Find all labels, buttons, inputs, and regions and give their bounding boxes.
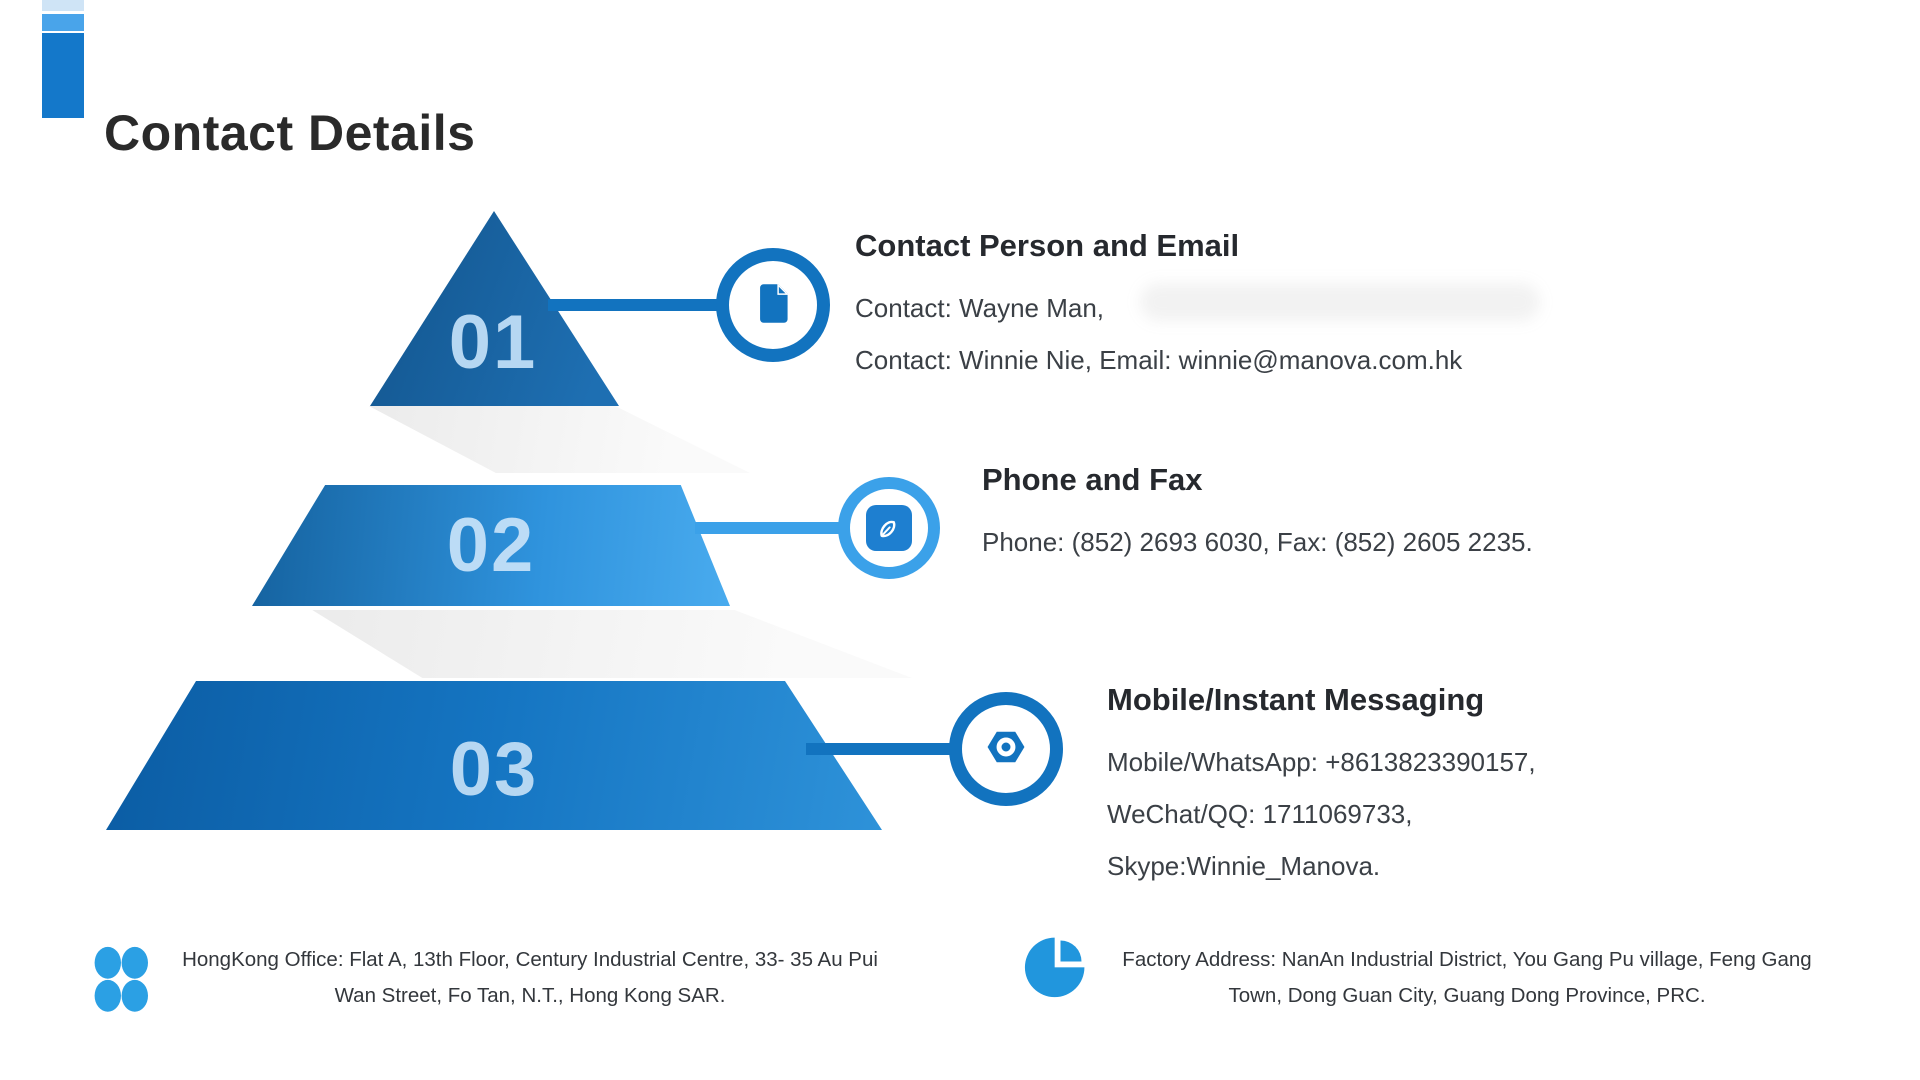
skype-line: Skype:Winnie_Manova. bbox=[1107, 851, 1381, 881]
phone-icon-badge bbox=[838, 477, 940, 579]
accent-bar-segment-light bbox=[42, 0, 84, 11]
factory-address: Factory Address: NanAn Industrial Distri… bbox=[1117, 942, 1817, 1014]
section-contact-person-email: Contact Person and Email Contact: Wayne … bbox=[855, 228, 1462, 386]
nut-icon bbox=[979, 720, 1033, 779]
wechat-qq-line: WeChat/QQ: 1711069733, bbox=[1107, 799, 1413, 829]
office-address-line-1: HongKong Office: Flat A, 13th Floor, Cen… bbox=[182, 948, 878, 971]
accent-bar-segment-primary bbox=[42, 33, 84, 118]
document-icon bbox=[748, 278, 798, 333]
office-address-line-2: Wan Street, Fo Tan, N.T., Hong Kong SAR. bbox=[334, 984, 726, 1007]
contact-line-wayne: Contact: Wayne Man, bbox=[855, 293, 1105, 323]
pyramid-tier-2 bbox=[252, 485, 730, 606]
factory-address-line-2: Town, Dong Guan City, Guang Dong Provinc… bbox=[1228, 984, 1706, 1007]
connector-line-3 bbox=[806, 743, 958, 755]
tier-2-number: 02 bbox=[446, 503, 536, 588]
clover-icon bbox=[82, 940, 160, 1023]
factory-address-line-1: Factory Address: NanAn Industrial Distri… bbox=[1122, 948, 1812, 971]
pyramid-shadow-1 bbox=[368, 406, 750, 473]
accent-bar-segment-sky bbox=[42, 14, 84, 31]
section-phone-fax: Phone and Fax Phone: (852) 2693 6030, Fa… bbox=[982, 462, 1533, 568]
tier-1-number: 01 bbox=[448, 300, 538, 385]
phone-fax-line: Phone: (852) 2693 6030, Fax: (852) 2605 … bbox=[982, 527, 1533, 557]
section-heading: Mobile/Instant Messaging bbox=[1107, 682, 1485, 717]
messaging-icon-badge bbox=[949, 692, 1063, 806]
pie-chart-icon bbox=[1022, 930, 1092, 1005]
page-title: Contact Details bbox=[104, 104, 476, 161]
connector-line-1 bbox=[548, 299, 724, 311]
contact-line-winnie: Contact: Winnie Nie, Email: winnie@manov… bbox=[855, 345, 1463, 375]
pen-icon bbox=[866, 505, 912, 551]
redacted-email-blur bbox=[1140, 283, 1540, 321]
tier-3-number: 03 bbox=[449, 727, 539, 812]
contact-icon-badge bbox=[716, 248, 830, 362]
section-heading: Contact Person and Email bbox=[855, 228, 1240, 263]
section-mobile-messaging: Mobile/Instant Messaging Mobile/WhatsApp… bbox=[1107, 682, 1536, 892]
pyramid-shadow-2 bbox=[312, 610, 912, 678]
connector-line-2 bbox=[695, 522, 845, 534]
office-address: HongKong Office: Flat A, 13th Floor, Cen… bbox=[174, 942, 886, 1014]
section-heading: Phone and Fax bbox=[982, 462, 1203, 497]
whatsapp-line: Mobile/WhatsApp: +8613823390157, bbox=[1107, 747, 1536, 777]
pyramid-tier-3 bbox=[106, 681, 882, 830]
